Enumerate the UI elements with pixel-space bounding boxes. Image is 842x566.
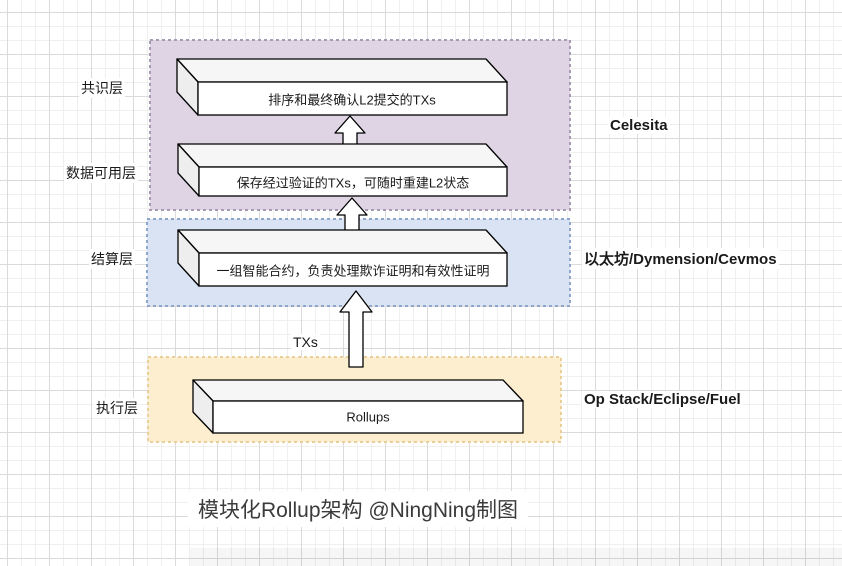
label-opstack-eclipse-fuel: Op Stack/Eclipse/Fuel	[582, 391, 743, 408]
box-consensus-label: 排序和最终确认L2提交的TXs	[268, 92, 436, 108]
label-settlement-layer: 结算层	[89, 249, 135, 269]
label-execution-layer: 执行层	[94, 398, 140, 418]
arrow-execution-to-settlement[interactable]	[339, 290, 373, 368]
arrow-settlement-to-da[interactable]	[336, 197, 368, 232]
box-consensus[interactable]	[176, 58, 508, 116]
label-data-availability-layer: 数据可用层	[64, 163, 138, 183]
label-ethereum-dymension-cevmos: 以太坊/Dymension/Cevmos	[582, 248, 779, 269]
label-txs: TXs	[291, 334, 320, 350]
label-celesita: Celesita	[608, 117, 670, 134]
box-execution-label: Rollups	[346, 409, 390, 425]
diagram-title: 模块化Rollup架构 @NingNing制图	[187, 491, 529, 527]
label-consensus-layer: 共识层	[79, 78, 125, 98]
box-settlement-label: 一组智能合约，负责处理欺诈证明和有效性证明	[216, 263, 490, 279]
box-settlement[interactable]	[177, 229, 508, 287]
box-data-availability-label: 保存经过验证的TXs，可随时重建L2状态	[236, 175, 470, 191]
box-data-availability[interactable]	[177, 143, 508, 197]
box-execution[interactable]	[192, 379, 524, 434]
